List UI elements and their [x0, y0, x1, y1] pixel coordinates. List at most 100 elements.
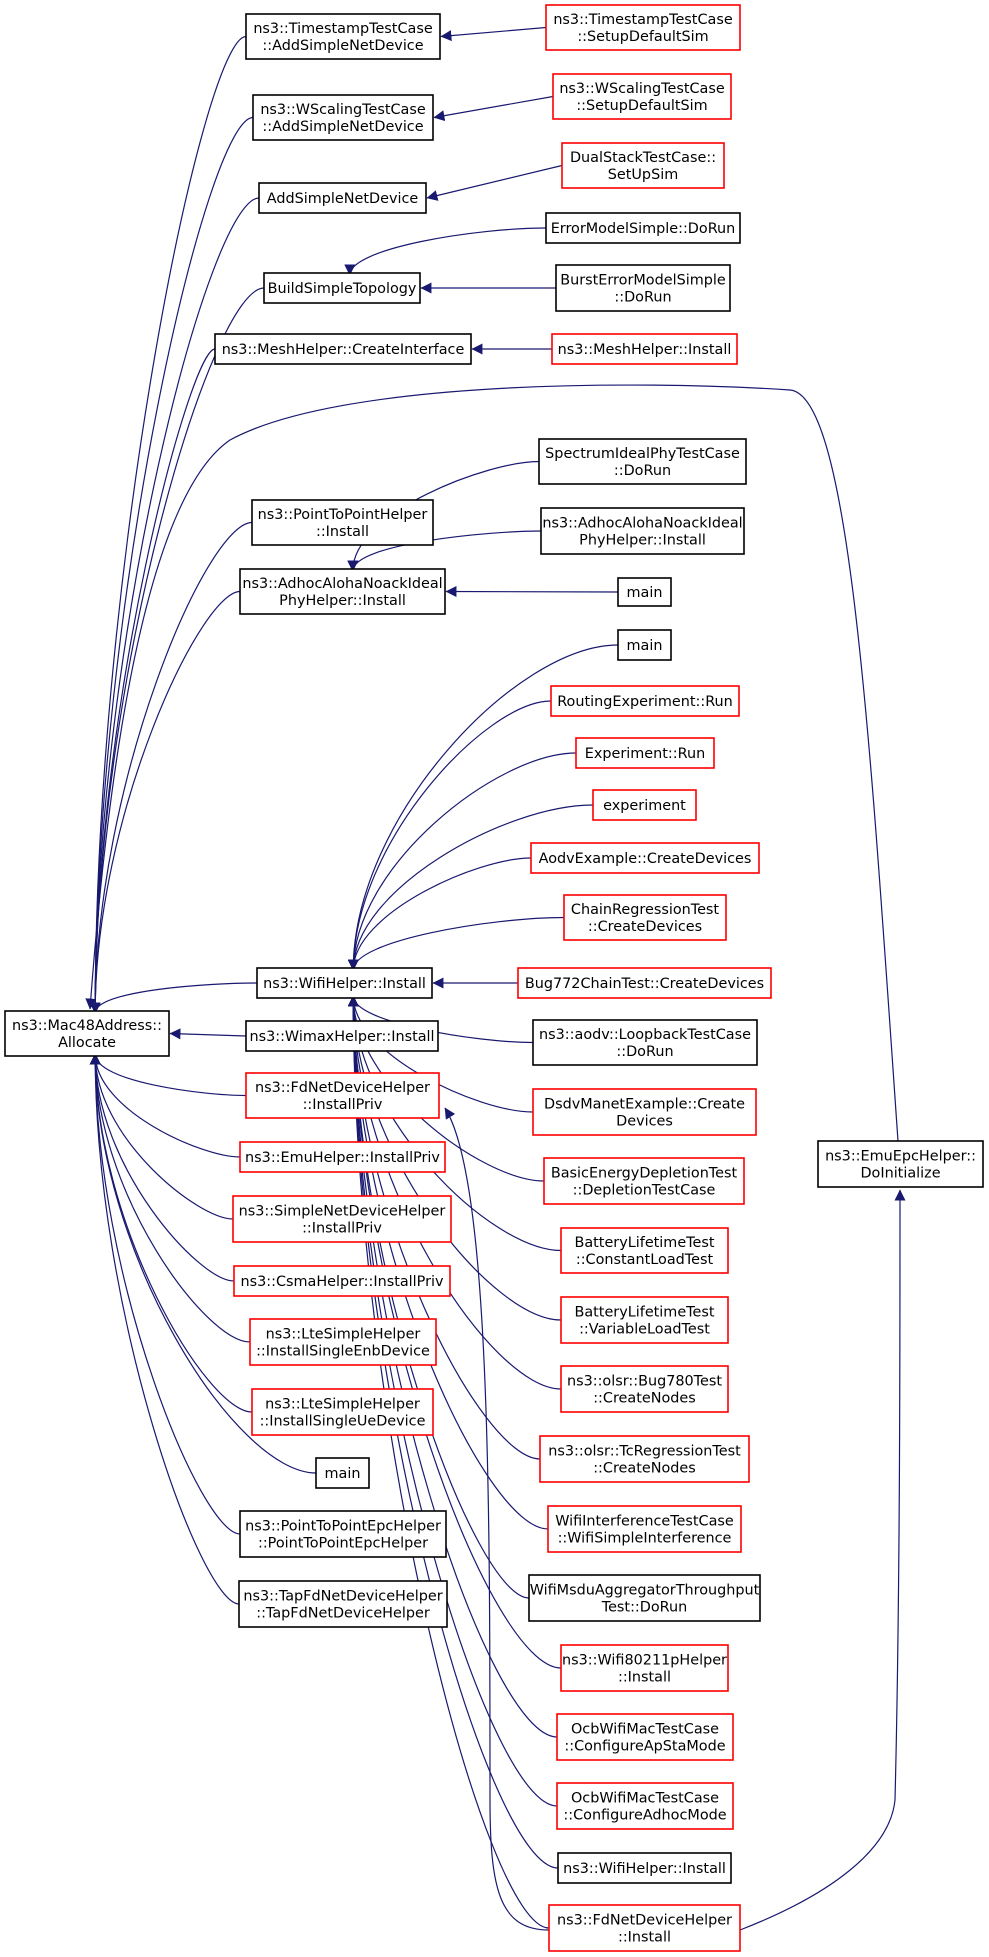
node-box [557, 1852, 732, 1884]
node-box [251, 499, 434, 546]
node-box [239, 1141, 446, 1173]
node-wifi-install2[interactable]: ns3::WifiHelper::Install [557, 1852, 732, 1884]
node-ws-add[interactable]: ns3::WScalingTestCase::AddSimpleNetDevic… [252, 94, 434, 141]
node-aloha-left[interactable]: ns3::AdhocAlohaNoackIdealPhyHelper::Inst… [239, 568, 446, 615]
node-experiment-run[interactable]: Experiment::Run [575, 737, 715, 769]
edge-experiment_run-to-wifi_install [347, 752, 577, 971]
node-box [538, 438, 747, 485]
node-label-line: ::DoRun [614, 290, 671, 306]
node-label-line: ::Install [618, 1930, 671, 1946]
node-p2p-install[interactable]: ns3::PointToPointHelper::Install [251, 499, 434, 546]
node-label-line: Test::DoRun [601, 1600, 688, 1616]
node-label-line: ::CreateNodes [593, 1461, 696, 1477]
node-bug772[interactable]: Bug772ChainTest::CreateDevices [517, 967, 772, 999]
node-add-simple[interactable]: AddSimpleNetDevice [258, 182, 427, 214]
node-wifi-install[interactable]: ns3::WifiHelper::Install [256, 967, 433, 999]
node-build-topo[interactable]: BuildSimpleTopology [263, 272, 421, 304]
node-fd-install[interactable]: ns3::FdNetDeviceHelper::Install [548, 1904, 741, 1952]
node-aloha-right[interactable]: ns3::AdhocAlohaNoackIdealPhyHelper::Inst… [540, 507, 745, 555]
node-chain-reg[interactable]: ChainRegressionTest::CreateDevices [563, 894, 727, 941]
node-main-c[interactable]: main [315, 1457, 370, 1489]
node-mesh-install[interactable]: ns3::MeshHelper::Install [551, 333, 738, 365]
node-main-a[interactable]: main [617, 577, 672, 607]
node-csma-installpriv[interactable]: ns3::CsmaHelper::InstallPriv [233, 1265, 451, 1297]
edge-fd_install-to-wifi_install [347, 995, 550, 1929]
node-battery-const[interactable]: BatteryLifetimeTest::ConstantLoadTest [560, 1227, 729, 1274]
edge-main_c-to-root [89, 1053, 317, 1474]
node-routing-exp[interactable]: RoutingExperiment::Run [550, 685, 740, 717]
node-box [233, 1265, 451, 1297]
node-label-line: ::DoRun [614, 463, 671, 479]
node-olsr-tc[interactable]: ns3::olsr::TcRegressionTest::CreateNodes [539, 1435, 750, 1483]
node-box [560, 1644, 729, 1692]
node-label-line: ns3::FdNetDeviceHelper [557, 1913, 732, 1929]
node-olsr-bug780[interactable]: ns3::olsr::Bug780Test::CreateNodes [560, 1365, 729, 1413]
node-aodv-loopback[interactable]: ns3::aodv::LoopbackTestCase::DoRun [532, 1019, 758, 1066]
node-tapfd[interactable]: ns3::TapFdNetDeviceHelper::TapFdNetDevic… [238, 1580, 448, 1628]
node-emu-installpriv[interactable]: ns3::EmuHelper::InstallPriv [239, 1141, 446, 1173]
node-label-line: ::WifiSimpleInterference [558, 1531, 732, 1547]
node-ocb-apsta[interactable]: OcbWifiMacTestCase::ConfigureApStaMode [556, 1713, 734, 1761]
node-ws-setup[interactable]: ns3::WScalingTestCase::SetupDefaultSim [552, 73, 732, 120]
node-emu-epc[interactable]: ns3::EmuEpcHelper::DoInitialize [817, 1140, 984, 1188]
node-label-line: BuildSimpleTopology [268, 281, 417, 297]
node-label-line: RoutingExperiment::Run [557, 694, 733, 710]
node-fd-installpriv[interactable]: ns3::FdNetDeviceHelper::InstallPriv [245, 1072, 440, 1119]
edge-spec_ideal-to-aloha_left [347, 460, 540, 572]
node-ocb-adhoc[interactable]: OcbWifiMacTestCase::ConfigureAdhocMode [556, 1782, 734, 1830]
node-dual-stack[interactable]: DualStackTestCase::SetUpSim [561, 142, 725, 189]
node-box [560, 1365, 729, 1413]
edge-build_topo-to-root [89, 287, 265, 1014]
node-simple-ndh[interactable]: ns3::SimpleNetDeviceHelper::InstallPriv [232, 1195, 452, 1243]
node-label-line: ns3::WScalingTestCase [559, 81, 725, 97]
node-label-line: ::ConfigureAdhocMode [563, 1808, 726, 1824]
node-box [249, 1318, 437, 1366]
edge-wimax_install-to-root [169, 1028, 247, 1040]
node-wimax-install[interactable]: ns3::WimaxHelper::Install [245, 1020, 439, 1052]
node-box [545, 212, 741, 244]
node-label-line: ::Install [618, 1670, 671, 1686]
node-label-line: ChainRegressionTest [571, 902, 720, 918]
node-label-line: ns3::AdhocAlohaNoackIdeal [542, 516, 742, 532]
node-label-line: ::SetupDefaultSim [577, 29, 708, 45]
node-dsdv-manet[interactable]: DsdvManetExample::CreateDevices [532, 1088, 757, 1136]
node-lte-ue[interactable]: ns3::LteSimpleHelper::InstallSingleUeDev… [251, 1388, 434, 1436]
node-label-line: BasicEnergyDepletionTest [551, 1166, 738, 1182]
node-box [532, 1088, 757, 1136]
node-experiment[interactable]: experiment [592, 789, 697, 821]
node-box [238, 1580, 448, 1628]
node-label-line: ns3::TapFdNetDeviceHelper [243, 1589, 442, 1605]
edge-aodv_example-to-wifi_install [347, 857, 532, 971]
node-wifi80211p[interactable]: ns3::Wifi80211pHelper::Install [560, 1644, 729, 1692]
edge-add_simple-to-root [89, 197, 260, 1014]
node-ts-add[interactable]: ns3::TimestampTestCase::AddSimpleNetDevi… [245, 13, 441, 60]
node-lte-enb[interactable]: ns3::LteSimpleHelper::InstallSingleEnbDe… [249, 1318, 437, 1366]
node-box [548, 1904, 741, 1952]
node-mesh-ci[interactable]: ns3::MeshHelper::CreateInterface [214, 333, 472, 365]
node-ts-setup[interactable]: ns3::TimestampTestCase::SetupDefaultSim [545, 4, 741, 51]
node-wifi-interf[interactable]: WifiInterferenceTestCase::WifiSimpleInte… [547, 1505, 742, 1553]
node-box [539, 1435, 750, 1483]
node-box [552, 73, 732, 120]
node-aodv-example[interactable]: AodvExample::CreateDevices [530, 842, 760, 874]
node-basic-energy[interactable]: BasicEnergyDepletionTest::DepletionTestC… [543, 1157, 745, 1205]
node-label-line: ns3::PointToPointEpcHelper [245, 1519, 441, 1535]
node-label-line: ::InstallSingleUeDevice [260, 1414, 426, 1430]
node-label-line: BatteryLifetimeTest [574, 1235, 714, 1251]
node-label-line: ::VariableLoadTest [579, 1322, 710, 1338]
node-burst-err[interactable]: BurstErrorModelSimple::DoRun [555, 264, 731, 312]
node-battery-var[interactable]: BatteryLifetimeTest::VariableLoadTest [560, 1296, 729, 1344]
node-err-model[interactable]: ErrorModelSimple::DoRun [545, 212, 741, 244]
node-spec-ideal[interactable]: SpectrumIdealPhyTestCase::DoRun [538, 438, 747, 485]
node-label-line: OcbWifiMacTestCase [571, 1722, 719, 1738]
edge-ts_add-to-root [89, 35, 247, 1014]
edge-aloha_left-to-root [89, 590, 241, 1014]
node-main-b[interactable]: main [617, 629, 672, 661]
node-label-line: ErrorModelSimple::DoRun [551, 221, 736, 237]
node-box [560, 1227, 729, 1274]
edge-p2p_epc-to-root [89, 1053, 241, 1535]
node-p2p-epc[interactable]: ns3::PointToPointEpcHelper::PointToPoint… [239, 1510, 447, 1558]
node-box [258, 182, 427, 214]
node-label-line: ::TapFdNetDeviceHelper [256, 1606, 430, 1622]
